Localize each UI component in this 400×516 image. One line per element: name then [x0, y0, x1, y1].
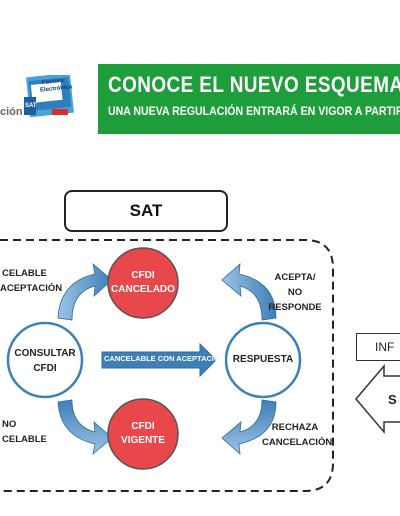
logo-text: ción	[0, 106, 23, 118]
node-respuesta-label: RESPUESTA	[232, 354, 294, 365]
label-top-left-line1: CELABLE	[2, 268, 47, 279]
right-arrow-letter: S	[388, 392, 397, 407]
right-arrow-outline	[355, 363, 400, 435]
sat-mini-label: SAT	[25, 103, 37, 109]
label-bottom-right: RECHAZA CANCELACIÓN	[262, 420, 333, 450]
curved-arrow-top-right	[221, 263, 277, 321]
node-cancelado-label: CFDI CANCELADO	[108, 269, 178, 297]
label-bottom-left-line1: NO	[2, 419, 17, 430]
label-bottom-left: NO CELABLE	[0, 417, 47, 447]
curved-arrow-top-left	[57, 262, 113, 321]
banner-title: CONOCE EL NUEVO ESQUEMA DE C	[108, 72, 400, 97]
label-top-right-line2: NO RESPONDE	[268, 287, 322, 313]
node-consultar-label: CONSULTAR CFDI	[9, 346, 81, 376]
curved-arrow-bottom-left	[57, 399, 113, 456]
node-cancelado-line2: CANCELADO	[111, 284, 175, 295]
label-bottom-right-line1: RECHAZA	[271, 422, 319, 433]
node-vigente-line1: CFDI	[131, 421, 155, 432]
label-top-left-line2: ACEPTACIÓN	[0, 283, 63, 294]
node-cancelado-line1: CFDI	[131, 270, 155, 281]
banner-subtitle: UNA NUEVA REGULACIÓN ENTRARÁ EN VIGOR A …	[108, 104, 400, 118]
node-vigente-line2: VIGENTE	[121, 435, 165, 446]
node-vigente-label: CFDI VIGENTE	[108, 420, 178, 448]
banner: CONOCE EL NUEVO ESQUEMA DE C UNA NUEVA R…	[98, 64, 400, 134]
label-top-right-line1: ACEPTA/	[274, 272, 316, 283]
factura-electronica-logo: Factura Electrónica SAT	[22, 72, 74, 119]
node-consultar-cfdi	[6, 321, 84, 399]
node-consultar-line2: CFDI	[33, 363, 57, 374]
node-respuesta	[224, 321, 302, 399]
info-box: INF	[356, 333, 400, 361]
node-consultar-line1: CONSULTAR	[14, 348, 76, 359]
center-arrow-label: CANCELABLE CON ACEPTACIÓN	[104, 354, 226, 363]
label-top-left: CELABLE ACEPTACIÓN	[0, 266, 62, 296]
center-arrow	[101, 342, 217, 378]
dashed-frame	[0, 239, 334, 492]
node-cfdi-vigente	[107, 398, 179, 470]
sat-box: SAT	[64, 190, 228, 232]
label-top-right: ACEPTA/ NO RESPONDE	[262, 270, 328, 315]
node-cfdi-cancelado	[107, 247, 179, 319]
label-bottom-left-line2: CELABLE	[2, 434, 47, 445]
curved-arrow-bottom-right	[221, 399, 277, 455]
label-bottom-right-line2: CANCELACIÓN	[262, 437, 333, 448]
